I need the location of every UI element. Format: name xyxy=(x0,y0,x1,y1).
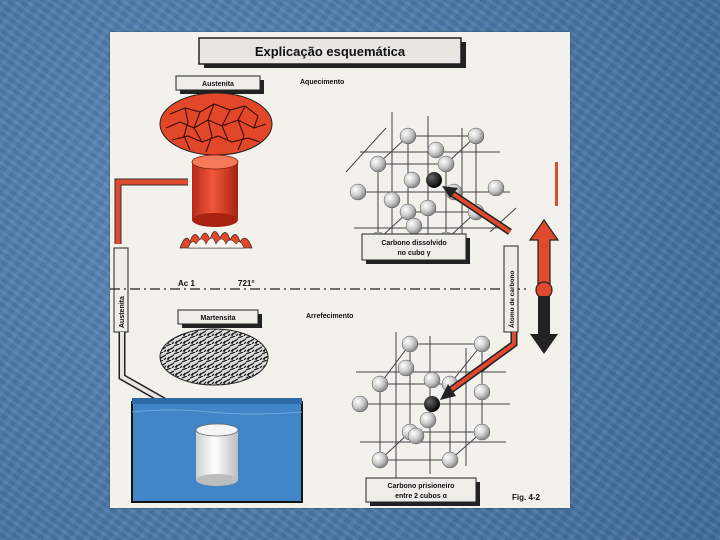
cooling-label: Arrefecimento xyxy=(306,313,353,320)
carbon-atom-trapped xyxy=(424,396,440,412)
carbon-trapped-arrow xyxy=(440,332,518,400)
ac1-label: Ac 1 xyxy=(178,279,195,288)
martensite-label: Martensita xyxy=(200,315,235,322)
red-marker xyxy=(555,162,558,206)
heating-arrow xyxy=(114,178,188,244)
steel-cylinder-quenched xyxy=(195,423,239,486)
figure-panel: Explicação esquemática Austenita Aquecim… xyxy=(110,32,570,508)
austenite-atoms xyxy=(349,127,505,249)
austenite-label: Austenita xyxy=(202,81,234,88)
carbon-dissolved-arrow xyxy=(442,186,512,235)
svg-text:no cubo γ: no cubo γ xyxy=(397,250,430,257)
martensite-atoms xyxy=(351,335,491,469)
austenite-side-label: Austenita xyxy=(113,247,129,333)
quench-tank xyxy=(131,398,303,503)
martensite-label-box: Martensita xyxy=(177,309,262,328)
carbon-trapped-label-box: Carbono prisioneiro entre 2 cubos α xyxy=(365,477,480,506)
svg-text:entre 2 cubos α: entre 2 cubos α xyxy=(395,493,447,500)
temperature-label: 721° xyxy=(238,279,255,288)
flame-icon xyxy=(179,231,253,249)
steel-cylinder-heated xyxy=(191,154,239,227)
title-box: Explicação esquemática xyxy=(198,37,466,68)
heating-label: Aquecimento xyxy=(300,79,344,86)
austenite-label-box: Austenita xyxy=(175,75,264,94)
carbon-dissolved-label-box: Carbono dissolvido no cubo γ xyxy=(361,233,470,264)
title: Explicação esquemática xyxy=(255,44,406,59)
austenite-grains xyxy=(159,92,273,156)
svg-text:Carbono dissolvido: Carbono dissolvido xyxy=(381,240,446,247)
martensite-structure xyxy=(159,328,269,386)
carbon-atom xyxy=(426,172,442,188)
svg-text:Carbono prisioneiro: Carbono prisioneiro xyxy=(388,483,455,490)
carbon-atom-side-label: Átomo de carbono xyxy=(503,245,519,333)
svg-text:Austenita: Austenita xyxy=(119,296,126,328)
temperature-arrow xyxy=(528,218,560,354)
svg-text:Átomo de carbono: Átomo de carbono xyxy=(507,271,516,328)
figure-label: Fig. 4-2 xyxy=(512,493,541,502)
